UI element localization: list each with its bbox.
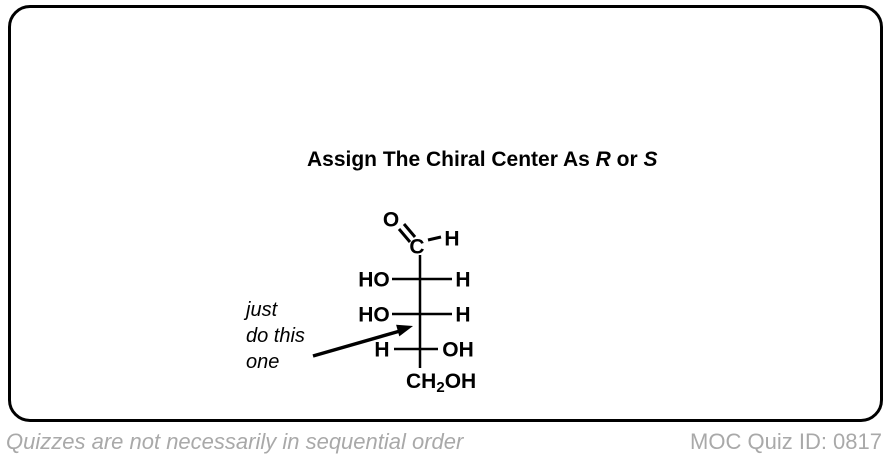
atom-label-aldehyde-h: H (444, 227, 460, 251)
substituent-left-row-1: HO (358, 268, 390, 292)
substituent-right-row-2: H (455, 303, 471, 327)
quiz-title-or: or (610, 148, 644, 171)
footer-quiz-id: MOC Quiz ID: 0817 (690, 429, 882, 454)
quiz-title-r-italic: R (595, 148, 611, 171)
annotation-line-1: just (246, 299, 278, 321)
substituent-right-row-3: OH (442, 338, 474, 362)
quiz-title: Assign The Chiral Center As R or S (307, 148, 657, 172)
substituent-right-row-1: H (455, 268, 471, 292)
annotation-note: just do this one (246, 297, 305, 375)
bottom-group-ch: CH (406, 370, 437, 393)
substituent-left-row-3: H (374, 338, 390, 362)
annotation-line-3: one (246, 351, 280, 373)
atom-label-oxygen: O (382, 208, 400, 232)
atom-label-carbonyl-carbon: C (409, 235, 425, 259)
bottom-group-subscript-2: 2 (436, 379, 445, 396)
substituent-left-row-2: HO (358, 303, 390, 327)
quiz-title-text: Assign The Chiral Center As (307, 148, 596, 171)
bottom-group-oh: OH (444, 370, 477, 393)
bottom-group-ch2oh: CH2OH (406, 371, 476, 395)
footer-disclaimer: Quizzes are not necessarily in sequentia… (6, 429, 464, 454)
annotation-line-2: do this (246, 325, 305, 347)
quiz-card-border (8, 5, 883, 422)
quiz-title-s-italic: S (643, 148, 658, 171)
